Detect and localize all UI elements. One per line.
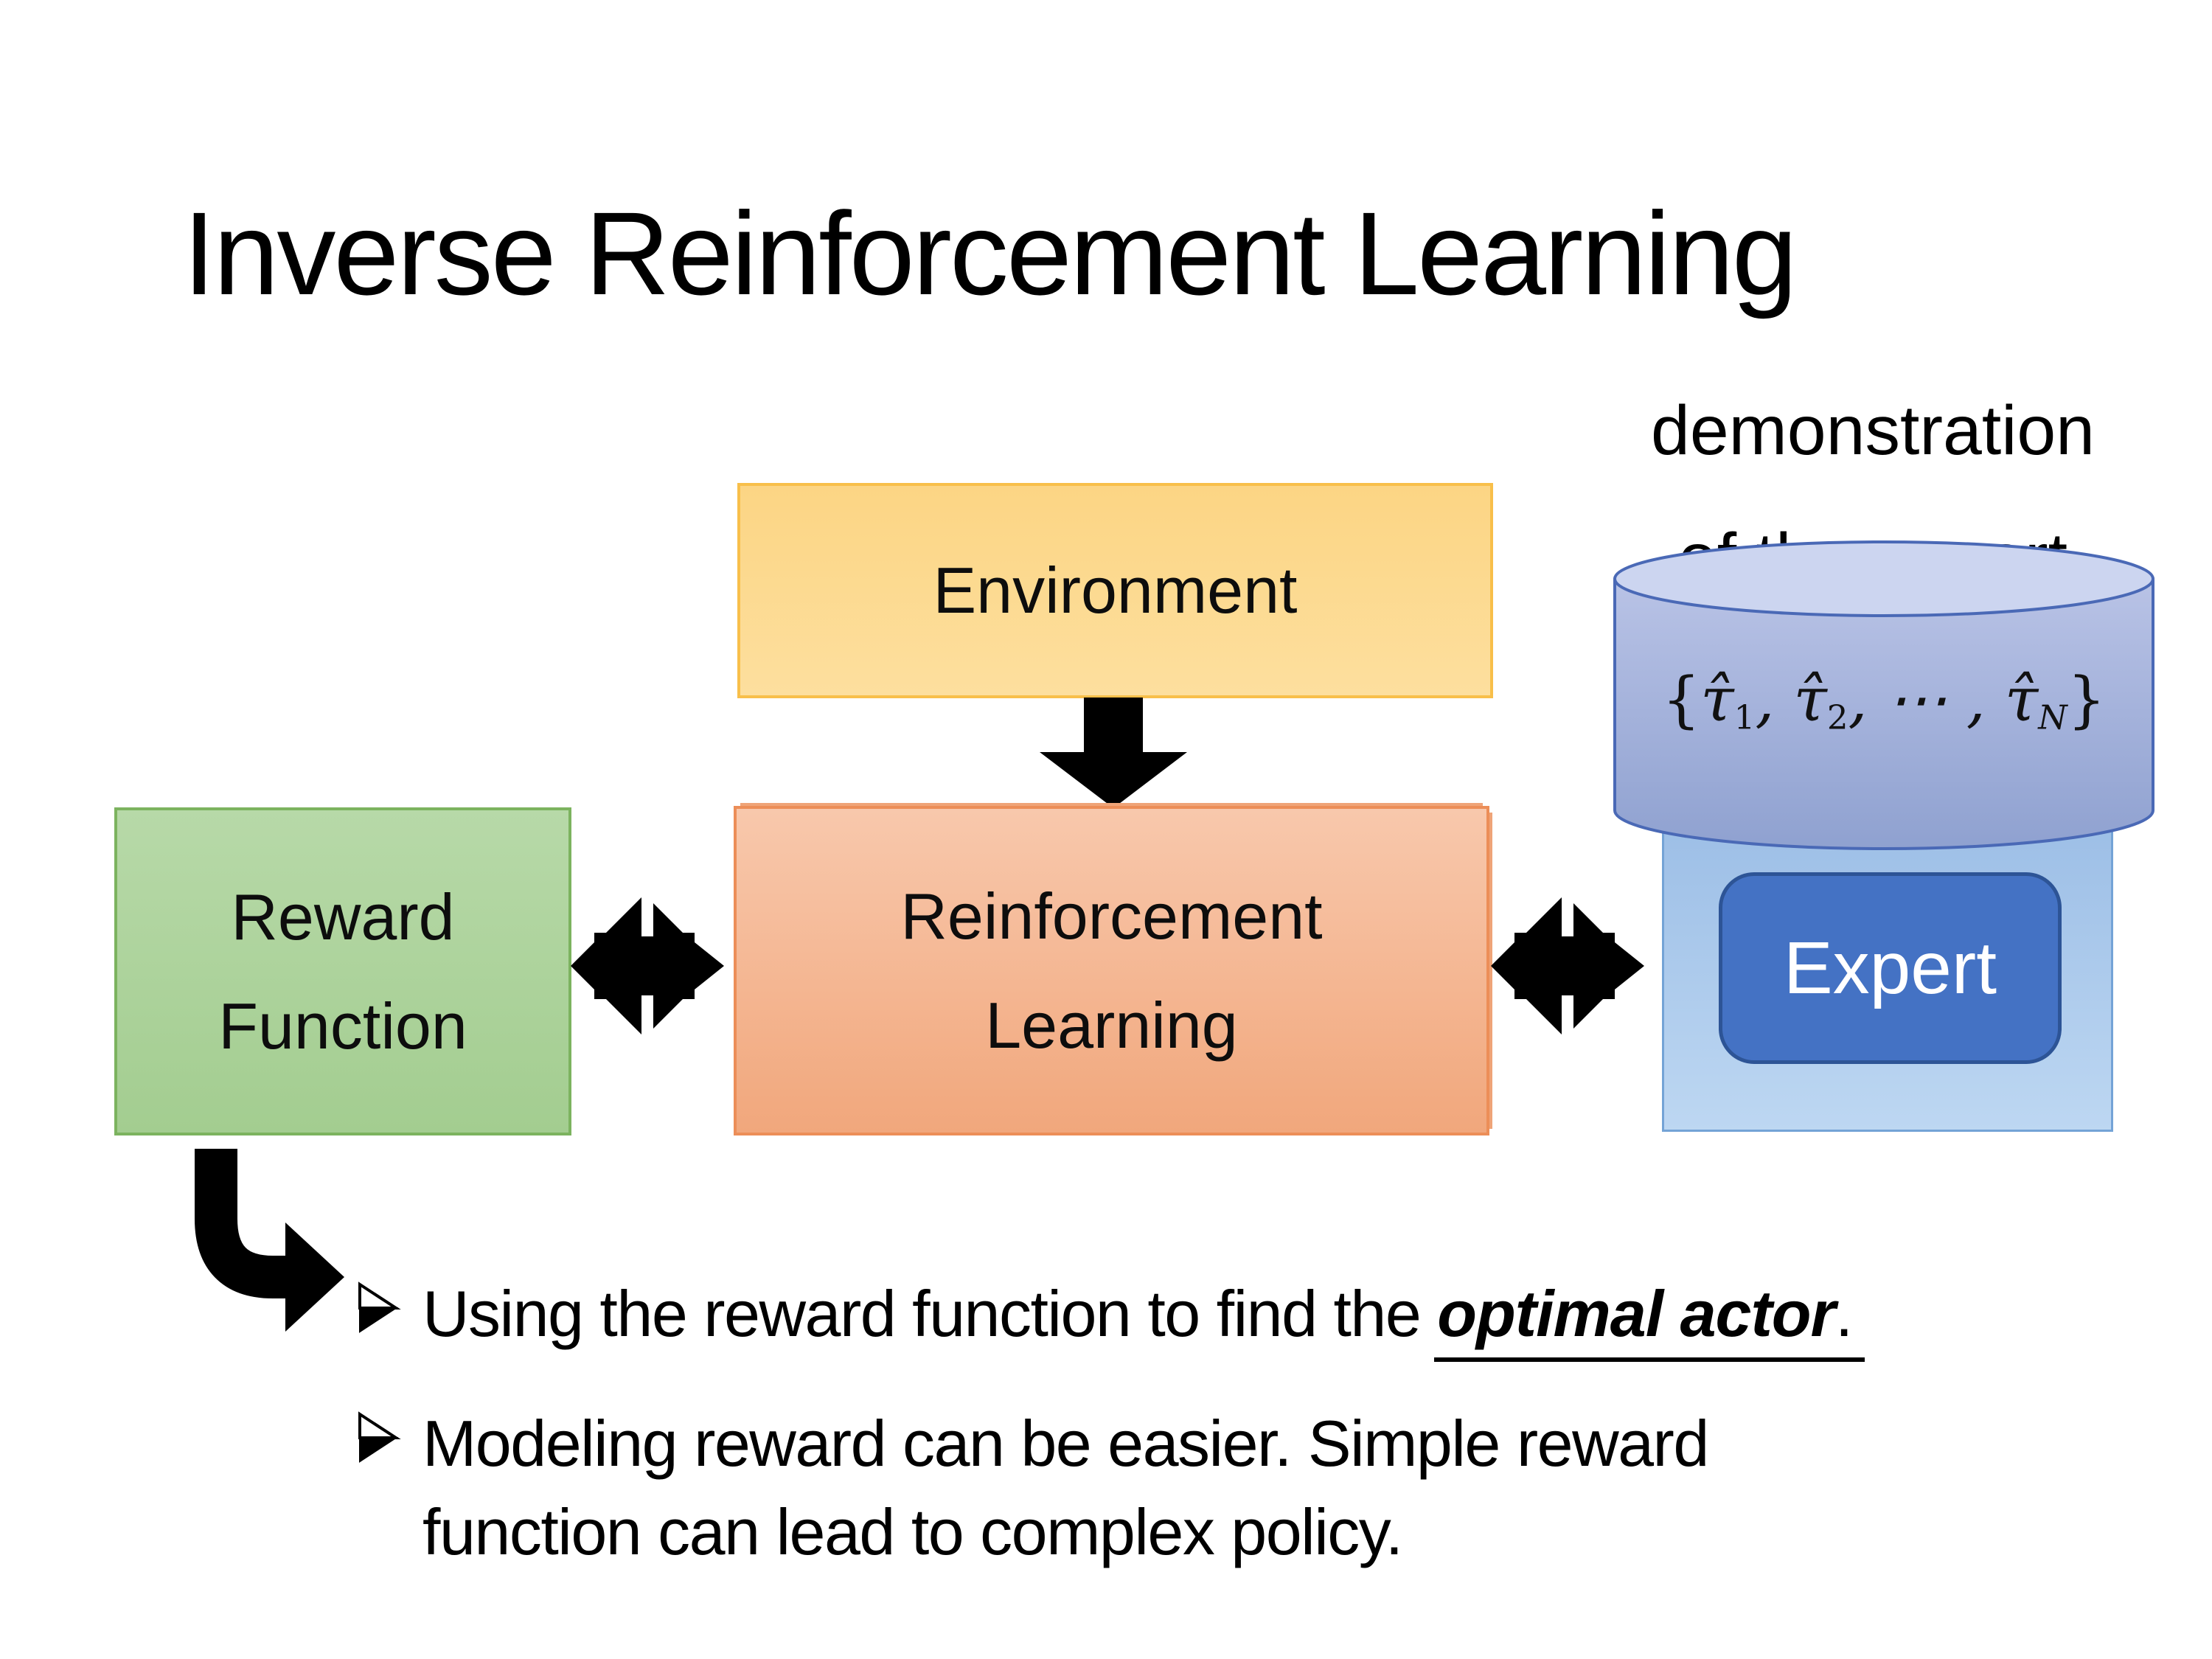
reinforcement-learning-box: Reinforcement Learning [734,806,1489,1135]
bullet-item-1: Using the reward function to find the op… [358,1270,1853,1358]
expert-box: Expert [1719,872,2062,1064]
formula-tau2: τ̂ [1793,665,1827,735]
expert-label: Expert [1783,927,1997,1009]
formula-open-brace: { [1662,665,1701,735]
formula-sep3: , [1947,665,2005,735]
rl-expert-double-arrow-icon [1491,892,1644,1040]
bullet-2-line1: Modeling reward can be easier. Simple re… [422,1407,1709,1480]
reinforcement-learning-label-line1: Reinforcement [900,879,1323,953]
slide-title: Inverse Reinforcement Learning [183,187,1798,319]
arrowhead-bullet-icon [358,1281,401,1333]
bent-elbow-arrow-icon [195,1149,344,1332]
environment-box: Environment [737,483,1493,698]
database-cylinder-icon [1613,540,2154,850]
reinforcement-learning-label-line2: Learning [985,988,1238,1062]
bullet-2-line2: function can lead to complex policy. [422,1495,1403,1568]
bullet-2-text: Modeling reward can be easier. Simple re… [422,1399,1709,1576]
bullet-1-before: Using the reward function to find the [422,1277,1438,1350]
formula-sep2: , [1848,665,1887,735]
formula-dots: ⋯ [1886,665,1947,735]
trajectory-set-formula: {τ̂1, τ̂2, ⋯ , τ̂N} [1612,665,2156,737]
formula-tau1: τ̂ [1700,665,1734,735]
reward-rl-double-arrow-icon [571,892,724,1040]
optimal-actor-emphasis: optimal actor [1437,1277,1836,1350]
down-block-arrow-icon [1040,698,1187,808]
reward-function-box: Reward Function [114,807,571,1135]
formula-subN: N [2038,698,2067,737]
demonstration-label-line1: demonstration [1650,392,2095,470]
formula-sep1: , [1755,665,1794,735]
environment-label: Environment [933,554,1298,627]
formula-sub1: 1 [1733,698,1756,737]
arrowhead-bullet-icon [358,1411,401,1463]
reward-function-label-line2: Function [218,989,467,1062]
formula-close-brace: } [2067,665,2106,735]
bullet-item-2: Modeling reward can be easier. Simple re… [358,1399,1709,1576]
expert-panel: Expert [1662,815,2113,1132]
bullet-1-text: Using the reward function to find the op… [422,1270,1853,1358]
bullet-1-after: . [1834,1277,1853,1350]
formula-sub2: 2 [1826,698,1848,737]
reward-function-label-line1: Reward [231,880,455,953]
formula-tauN: τ̂ [2004,665,2039,735]
